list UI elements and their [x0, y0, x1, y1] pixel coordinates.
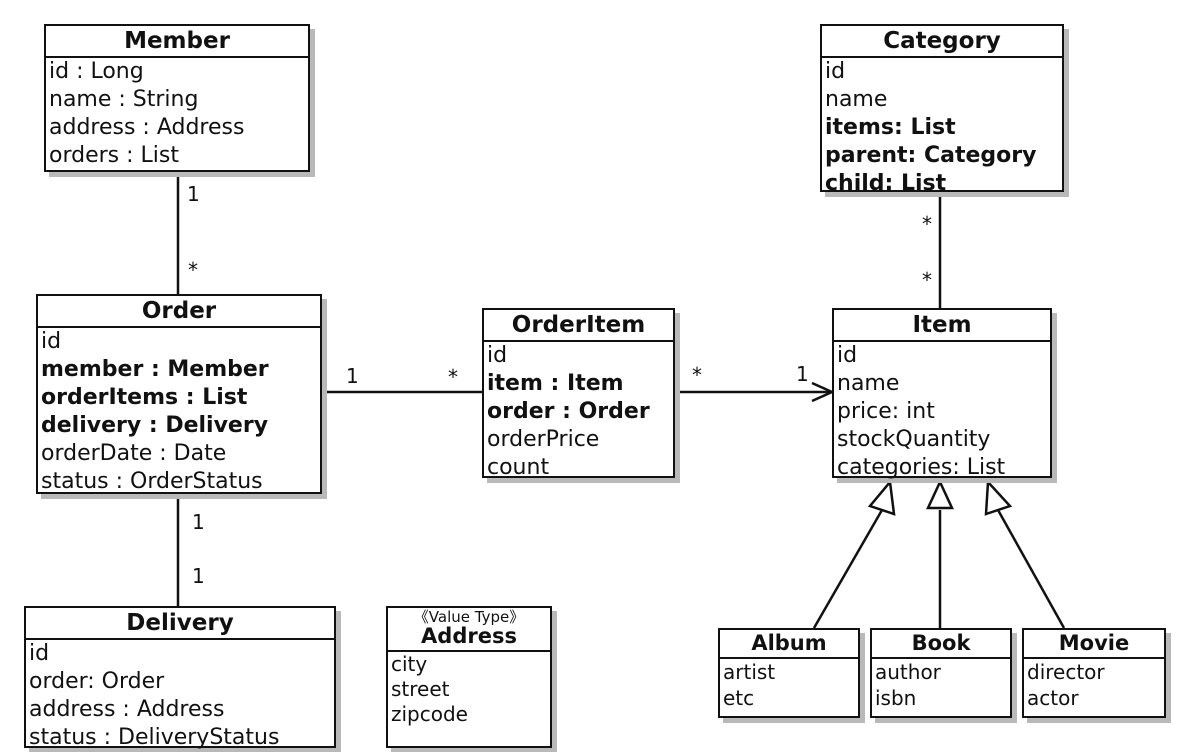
multiplicity-orderitem-item-right: 1	[796, 362, 809, 386]
attribute-row: name	[837, 371, 900, 396]
attribute-row: order: Order	[29, 669, 165, 694]
attribute-row: price: int	[837, 399, 935, 424]
attribute-row: status : OrderStatus	[41, 469, 263, 494]
class-orderitem[interactable]: OrderItem id item : Item order : Order orde…	[482, 308, 675, 480]
attribute-row: name : String	[49, 87, 199, 112]
attribute-row: categories: List	[837, 455, 1006, 480]
attribute-row: order : Order	[487, 399, 650, 424]
class-category[interactable]: Category id name items: List parent: Catego…	[820, 24, 1064, 196]
attribute-row: isbn	[875, 686, 917, 710]
class-delivery[interactable]: Delivery id order: Order address : Address…	[24, 606, 336, 750]
class-item[interactable]: Item id name price: int stockQuantity catego…	[832, 308, 1052, 480]
multiplicity-order-delivery-bottom: 1	[192, 564, 205, 588]
inheritance-triangle-movie	[984, 478, 1013, 516]
attribute-row: orderPrice	[487, 427, 600, 452]
class-member[interactable]: Member id : Long name : String address : A…	[44, 24, 310, 172]
class-name: Movie	[1024, 630, 1164, 659]
attribute-row: id	[29, 641, 50, 666]
class-name: Category	[822, 26, 1062, 58]
attribute-list: id item : Item order : Order orderPrice coun…	[484, 342, 673, 482]
attribute-row: stockQuantity	[837, 427, 991, 452]
generalization-movie-item	[996, 509, 1066, 629]
attribute-list: id order: Order address : Address status : …	[26, 640, 334, 752]
attribute-row: name	[825, 87, 888, 112]
attribute-list: id member : Member orderItems : List delive…	[38, 328, 320, 496]
class-order[interactable]: Order id member : Member orderItems : List…	[36, 294, 322, 494]
class-name: Member	[46, 26, 308, 58]
attribute-list: id name price: int stockQuantity categories:…	[834, 342, 1050, 482]
class-name: Album	[720, 630, 858, 659]
stereotype-label: 《Value Type》	[413, 608, 525, 626]
attribute-row: delivery : Delivery	[41, 413, 269, 438]
attribute-row: item : Item	[487, 371, 624, 396]
attribute-row: id	[837, 343, 858, 368]
multiplicity-orderitem-item-left: *	[692, 363, 702, 387]
attribute-row: zipcode	[391, 702, 468, 726]
attribute-row: parent: Category	[825, 143, 1037, 168]
attribute-row: director	[1027, 660, 1105, 684]
inheritance-triangle-book	[926, 479, 954, 510]
attribute-row: id	[487, 343, 508, 368]
class-name: OrderItem	[484, 310, 673, 342]
class-name: Address	[421, 624, 517, 648]
attribute-row: etc	[723, 686, 755, 710]
attribute-row: author	[875, 660, 941, 684]
multiplicity-order-delivery-top: 1	[192, 510, 205, 534]
class-name: Book	[872, 630, 1010, 659]
multiplicity-member-order-bottom: *	[188, 258, 198, 282]
generalization-album-item	[812, 509, 884, 629]
multiplicity-member-order-top: 1	[187, 182, 200, 206]
attribute-row: id	[41, 329, 62, 354]
attribute-row: orderDate : Date	[41, 441, 227, 466]
multiplicity-category-item-top: *	[922, 212, 932, 236]
class-name: Item	[834, 310, 1050, 342]
attribute-row: status : DeliveryStatus	[29, 725, 280, 750]
attribute-list: id name items: List parent: Category child: …	[822, 58, 1062, 198]
inheritance-triangle-album	[867, 478, 896, 516]
attribute-row: id : Long	[49, 59, 144, 84]
attribute-list: id : Long name : String address : Address o…	[46, 58, 308, 170]
class-name: Delivery	[26, 608, 334, 640]
attribute-row: artist	[723, 660, 776, 684]
attribute-row: orders : List	[49, 143, 179, 168]
attribute-row: id	[825, 59, 846, 84]
attribute-row: address : Address	[49, 115, 245, 140]
attribute-row: child: List	[825, 171, 947, 196]
attribute-row: city	[391, 652, 428, 676]
attribute-row: count	[487, 455, 550, 480]
class-name: Order	[38, 296, 320, 328]
multiplicity-order-orderitem-left: 1	[346, 364, 359, 388]
attribute-row: actor	[1027, 686, 1079, 710]
attribute-row: orderItems : List	[41, 385, 248, 410]
class-header: 《Value Type》 Address	[388, 608, 550, 652]
attribute-row: address : Address	[29, 697, 225, 722]
multiplicity-category-item-bottom: *	[922, 268, 932, 292]
attribute-row: items: List	[825, 115, 956, 140]
multiplicity-order-orderitem-right: *	[448, 365, 458, 389]
attribute-row: street	[391, 677, 450, 701]
attribute-row: member : Member	[41, 357, 269, 382]
